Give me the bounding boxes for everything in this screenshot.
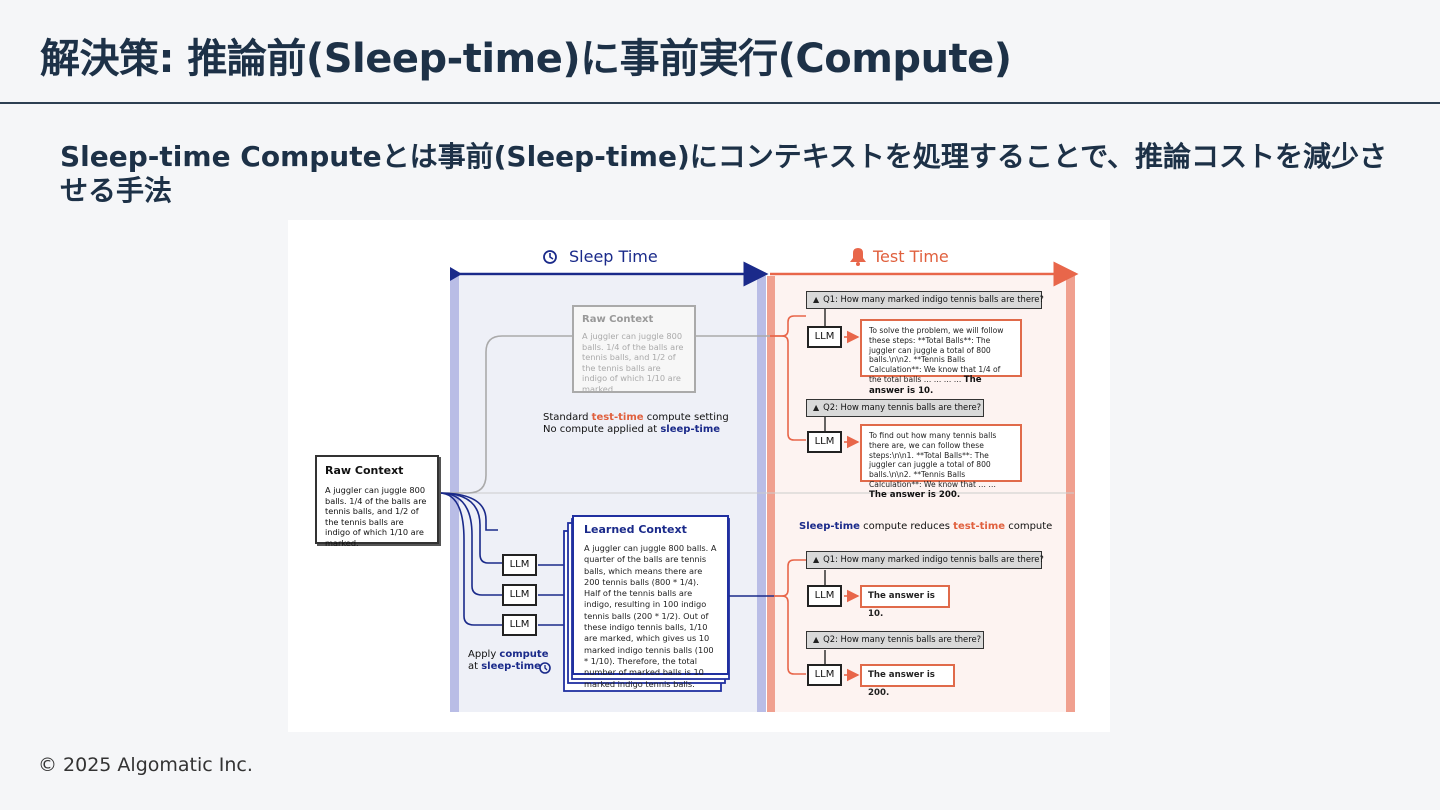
bottom-answer-2: The answer is 200. [860, 664, 955, 698]
bell-icon: ▲ [813, 295, 820, 304]
bottom-branch-q2 [774, 595, 806, 675]
top-question-2: ▲Q2: How many tennis balls are there? [806, 399, 984, 417]
standard-note-test-time: test-time [591, 412, 644, 423]
sleep-time-compute-diagram: Sleep Time Test Time Raw Context A juggl… [288, 220, 1110, 732]
top-answer-1-final: The answer is 10. [869, 374, 982, 396]
sleep-right-bar [757, 276, 766, 712]
slide-title: 解決策: 推論前(Sleep-time)に事前実行(Compute) [40, 36, 1012, 82]
title-divider [0, 102, 1440, 104]
blue-line-4 [438, 492, 498, 531]
top-question-1: ▲Q1: How many marked indigo tennis balls… [806, 291, 1044, 309]
reduce-note-sleep-time: Sleep-time [799, 521, 860, 532]
bottom-question-2-text: Q2: How many tennis balls are there? [823, 634, 982, 644]
sleep-time-start-marker [450, 267, 462, 281]
top-answer-2-body: To find out how many tennis balls there … [869, 431, 997, 489]
sleep-llm-3: LLM [502, 614, 537, 636]
sleep-time-label: Sleep Time [569, 247, 658, 266]
bottom-llm-2: LLM [807, 664, 842, 686]
top-answer-2-final: The answer is 200. [869, 489, 961, 500]
apply-note-at: at [468, 661, 482, 672]
top-answer-1-body: To solve the problem, we will follow the… [869, 326, 1004, 384]
top-branch-q2 [770, 335, 806, 441]
standard-note: Standard test-time compute setting No co… [543, 412, 729, 436]
sleep-clock-icon [543, 250, 557, 264]
test-time-label: Test Time [873, 247, 949, 266]
learned-context-body: A juggler can juggle 800 balls. A quarte… [584, 543, 717, 689]
bottom-question-1: ▲Q1: How many marked indigo tennis balls… [806, 551, 1044, 569]
blue-line-3 [438, 492, 502, 626]
reduce-note-text: compute reduces [859, 521, 954, 532]
learned-context-title: Learned Context [584, 523, 687, 536]
apply-note: Apply compute at sleep-time [468, 649, 548, 673]
top-answer-2: To find out how many tennis balls there … [860, 424, 1022, 500]
raw-context-body: A juggler can juggle 800 balls. 1/4 of t… [325, 485, 427, 548]
sleep-llm-1: LLM [502, 554, 537, 576]
bottom-answer-1: The answer is 10. [860, 585, 950, 619]
no-compute-text: No compute applied at [543, 424, 661, 435]
top-llm-2: LLM [807, 431, 842, 453]
apply-note-sleep-time: sleep-time [481, 661, 541, 672]
raw-context-box: Raw Context A juggler can juggle 800 bal… [315, 455, 439, 548]
sleep-llm-2: LLM [502, 584, 537, 606]
gray-context-body: A juggler can juggle 800 balls. 1/4 of t… [582, 331, 684, 394]
reduce-note: Sleep-time compute reduces test-time com… [799, 521, 1052, 533]
reduce-note-test-time: test-time [953, 521, 1006, 532]
blue-line-2 [438, 492, 502, 596]
bottom-llm-1: LLM [807, 585, 842, 607]
top-question-1-text: Q1: How many marked indigo tennis balls … [823, 294, 1044, 304]
bell-icon: ▲ [813, 635, 820, 644]
test-right-bar [1066, 276, 1075, 712]
reduce-note-text-2: compute [1005, 521, 1053, 532]
bottom-question-2: ▲Q2: How many tennis balls are there? [806, 631, 984, 649]
test-bell-icon [850, 248, 866, 266]
raw-context-title: Raw Context [325, 464, 404, 477]
no-compute-sleep-time: sleep-time [660, 424, 721, 435]
top-llm-1: LLM [807, 326, 842, 348]
test-left-bar [767, 276, 775, 712]
standard-note-text-2: compute setting [643, 412, 729, 423]
blue-line-1 [438, 492, 502, 564]
bell-icon: ▲ [813, 555, 820, 564]
apply-note-text: Apply [468, 649, 500, 660]
apply-clock-icon [539, 662, 551, 674]
copyright-footer: © 2025 Algomatic Inc. [38, 754, 253, 776]
standard-note-text: Standard [543, 412, 592, 423]
gray-connector [439, 335, 770, 494]
top-question-2-text: Q2: How many tennis balls are there? [823, 402, 982, 412]
gray-context-title: Raw Context [582, 314, 654, 325]
gray-raw-context-box: Raw Context A juggler can juggle 800 bal… [572, 305, 696, 394]
learned-context-box: Learned Context A juggler can juggle 800… [572, 515, 729, 689]
top-answer-1: To solve the problem, we will follow the… [860, 319, 1022, 396]
bottom-question-1-text: Q1: How many marked indigo tennis balls … [823, 554, 1044, 564]
apply-note-compute: compute [499, 649, 549, 660]
slide-subtitle: Sleep-time Computeとは事前(Sleep-time)にコンテキス… [60, 140, 1387, 207]
bell-icon: ▲ [813, 403, 820, 412]
